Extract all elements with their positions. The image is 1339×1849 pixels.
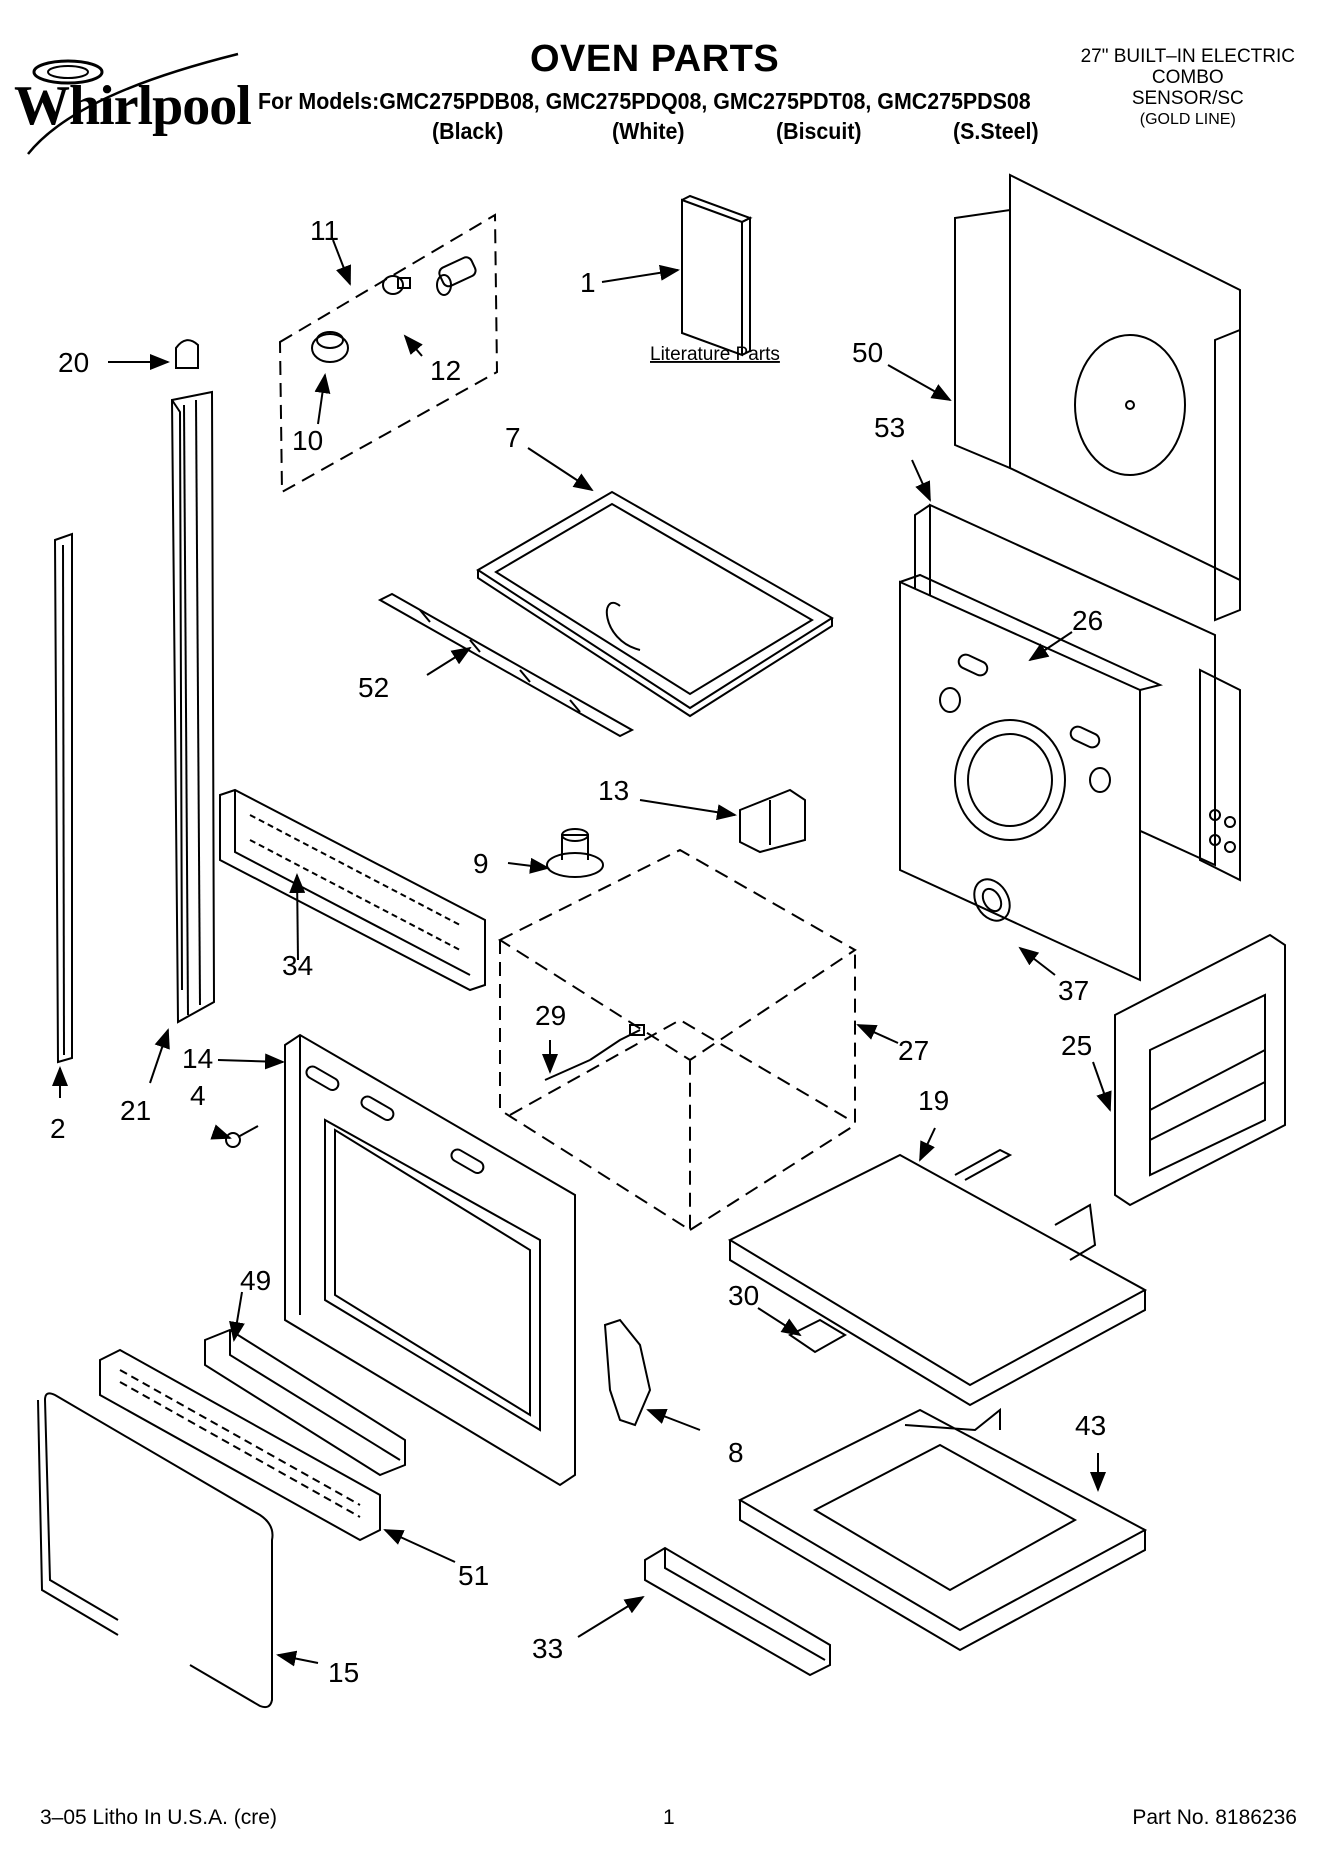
callout-12: 12 xyxy=(430,355,461,386)
callout-15: 15 xyxy=(328,1657,359,1688)
callout-25: 25 xyxy=(1061,1030,1092,1061)
callout-19: 19 xyxy=(918,1085,949,1116)
part-43-bottom-tray xyxy=(737,1407,1148,1652)
callout-4: 4 xyxy=(190,1080,206,1111)
callout-leaders xyxy=(52,239,1112,1667)
part-26-rear-wall xyxy=(899,573,1241,982)
callout-50: 50 xyxy=(852,337,883,368)
product-line-1: 27" BUILT–IN ELECTRIC xyxy=(1080,46,1295,67)
part-kit-11-box xyxy=(278,213,499,494)
part-12-knob-post xyxy=(382,275,411,295)
part-29-sensor xyxy=(544,1024,645,1081)
part-21-vertical-trim xyxy=(170,390,216,1024)
callout-7: 7 xyxy=(505,422,521,453)
callout-33: 33 xyxy=(532,1633,563,1664)
callout-14: 14 xyxy=(182,1043,213,1074)
product-line-2: COMBO xyxy=(1151,67,1224,88)
part-52-strip xyxy=(377,592,635,738)
models-line: For Models:GMC275PDB08, GMC275PDQ08, GMC… xyxy=(258,88,1031,114)
part-9-blower xyxy=(546,828,604,878)
page-title: OVEN PARTS xyxy=(530,38,780,80)
part-7-top-panel xyxy=(476,490,834,718)
part-33-rail xyxy=(644,1546,831,1677)
color-black: (Black) xyxy=(432,118,504,144)
product-line-3: SENSOR/SC xyxy=(1131,88,1244,109)
part-1-literature xyxy=(681,194,753,357)
color-biscuit: (Biscuit) xyxy=(776,118,862,144)
part-2-side-trim xyxy=(53,532,73,1064)
product-description: 27" BUILT–IN ELECTRIC COMBO SENSOR/SC (G… xyxy=(1081,46,1295,130)
whirlpool-logo xyxy=(8,44,253,164)
callout-21: 21 xyxy=(120,1095,151,1126)
part-50-rear-panel xyxy=(954,173,1241,622)
callout-53: 53 xyxy=(874,412,905,443)
callout-2: 2 xyxy=(50,1113,66,1144)
callout-20: 20 xyxy=(58,347,89,378)
callout-29: 29 xyxy=(535,1000,566,1031)
callout-11: 11 xyxy=(310,215,339,246)
footer-litho: 3–05 Litho In U.S.A. (cre) xyxy=(40,1806,277,1829)
part-25-side-panel xyxy=(1114,933,1286,1207)
callout-numbers: 1 2 4 7 8 9 10 11 12 13 14 15 19 20 21 2… xyxy=(50,215,1106,1688)
callout-1: 1 xyxy=(580,267,596,298)
color-white: (White) xyxy=(612,118,685,144)
part-34-vent-grille xyxy=(219,788,486,992)
callout-13: 13 xyxy=(598,775,629,806)
footer-page-number: 1 xyxy=(663,1806,675,1829)
callout-26: 26 xyxy=(1072,605,1103,636)
callout-9: 9 xyxy=(473,848,489,879)
part-4-screw xyxy=(225,1125,259,1148)
part-27-oven-cavity xyxy=(497,848,857,1232)
product-line-4: (GOLD LINE) xyxy=(1139,111,1236,128)
part-15-door-gasket xyxy=(37,1392,274,1709)
logo-swirl-icon xyxy=(27,52,239,155)
callout-43: 43 xyxy=(1075,1410,1106,1441)
callout-37: 37 xyxy=(1058,975,1089,1006)
callout-30: 30 xyxy=(728,1280,759,1311)
color-steel: (S.Steel) xyxy=(953,118,1039,144)
callout-34: 34 xyxy=(282,950,313,981)
part-37-thermostat xyxy=(973,878,1011,922)
callout-8: 8 xyxy=(728,1437,744,1468)
footer-part-number: Part No. 8186236 xyxy=(1132,1806,1297,1829)
part-8-hinge xyxy=(603,1318,652,1427)
part-14-front-frame xyxy=(284,1033,576,1487)
part-20-cap xyxy=(175,339,199,369)
brand-wordmark: Whirlpool xyxy=(14,75,252,137)
callout-51: 51 xyxy=(458,1560,489,1591)
callout-49: 49 xyxy=(240,1265,271,1296)
callout-10: 10 xyxy=(292,425,323,456)
part-13-bracket xyxy=(739,788,806,854)
part-11-cylinder xyxy=(436,256,477,296)
part-19-bottom-panel xyxy=(727,1148,1148,1407)
part-30-clip xyxy=(788,1318,847,1354)
callout-52: 52 xyxy=(358,672,389,703)
part-10-knob xyxy=(311,331,349,363)
literature-parts-label: Literature Parts xyxy=(650,344,780,365)
part-51-vent-trim xyxy=(99,1348,381,1542)
callout-27: 27 xyxy=(898,1035,929,1066)
